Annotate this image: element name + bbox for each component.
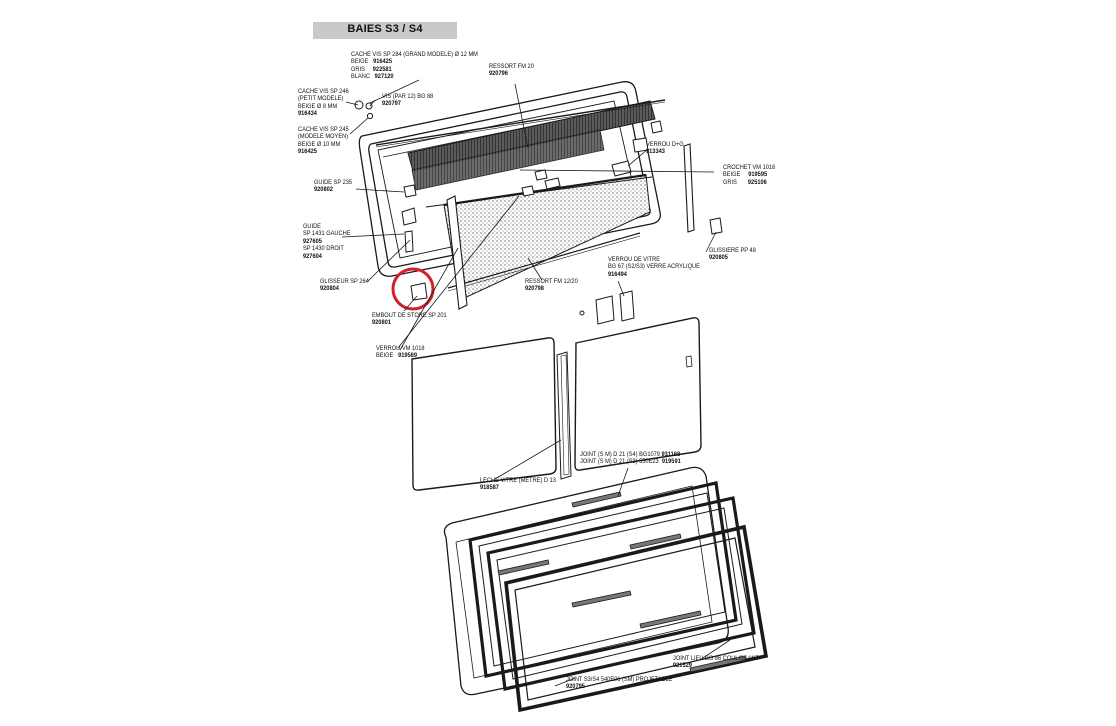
label-cache-vis-246: CACHE VIS SP 246 (PETIT MODELE) BEIGE Ø … [298,88,349,118]
leader-lines [341,79,731,687]
label-glisseur: GLISSEUR SP 264 920804 [320,278,369,293]
mosquito-screen [425,173,653,301]
label-ressort-fm12: RESSORT FM 12/20 920798 [525,278,578,293]
label-glissiere: GLISSIERE PP 48 920805 [709,247,756,262]
left-slide-rail [446,195,468,310]
label-joint-s3s4: JOINT S3/S4 540E06 (SM) PROJETABLE 92079… [566,676,673,691]
spring-rod-top [375,99,666,146]
label-vis: VIS (PAR 12) BG 88 920797 [382,93,434,108]
label-leche-vitre: LECHE VITRE (METRE) D 13 918587 [480,477,556,492]
label-crochet: CROCHET VM 1016 BEIGE 919595 GRIS 925106 [723,164,776,186]
pleated-blind [407,100,656,191]
label-joint-lieu: JOINT LIEU BG 86 COULISSANT 921529 [673,655,759,670]
label-guide: GUIDE SP 1431 GAUCHE 927605 SP 1430 DROI… [303,223,351,260]
inner-seal-frames [468,481,769,713]
sliding-glass-panels [411,317,702,491]
diagram-title: BAIES S3 / S4 [347,23,423,35]
diagram-title-box: BAIES S3 / S4 [313,22,457,39]
spring-rod-lower [447,232,641,289]
label-cache-vis-284: CACHE VIS SP 284 (GRAND MODELE) Ø 12 MM … [351,51,478,81]
label-guide-235: GUIDE SP 235 920802 [314,179,353,194]
label-ressort-fm20: RESSORT FM 20 920796 [489,63,534,78]
window-outer-frame [443,466,729,696]
label-verrou-vitre: VERROU DE VITRE BG 67 (S2/S3) VERRE ACRY… [608,256,700,278]
label-verrou-vm1018: VERROU VM 1018 BEIGE 919589 [376,345,425,360]
label-cache-vis-245: CACHE VIS SP 245 (MODELE MOYEN) BEIGE Ø … [298,126,349,156]
highlight-circle [391,267,435,311]
seal-strips [497,491,747,673]
label-embout: EMBOUT DE STORE SP 201 920801 [372,312,447,327]
glissiere-rail [683,143,695,233]
label-joint-s: JOINT (S M) D 21 (S4) BG1079 931168 JOIN… [580,451,681,466]
label-verrou-dg: VERROU D+G 913343 [646,141,684,156]
